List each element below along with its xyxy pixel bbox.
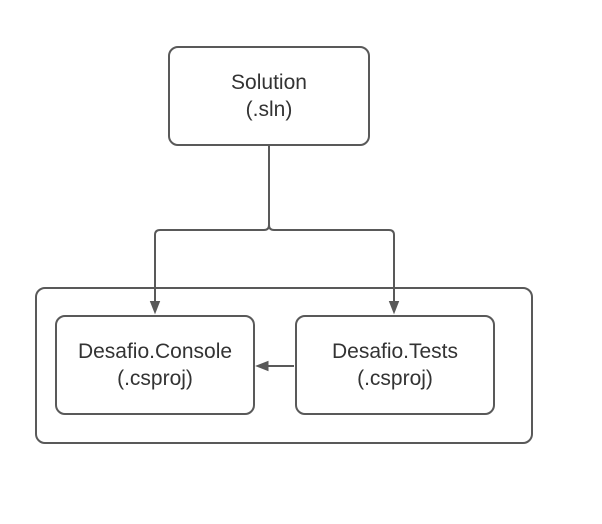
node-desafio-tests: Desafio.Tests (.csproj) — [295, 315, 495, 415]
node-desafio-console: Desafio.Console (.csproj) — [55, 315, 255, 415]
node-desafio-tests-title: Desafio.Tests — [331, 340, 459, 363]
node-desafio-tests-subtitle: (.csproj) — [357, 367, 433, 390]
node-desafio-console-subtitle: (.csproj) — [117, 367, 193, 390]
node-solution-title: Solution — [231, 71, 307, 94]
node-solution-subtitle: (.sln) — [245, 98, 293, 121]
node-solution: Solution (.sln) — [168, 46, 370, 146]
node-desafio-console-title: Desafio.Console — [77, 340, 233, 363]
